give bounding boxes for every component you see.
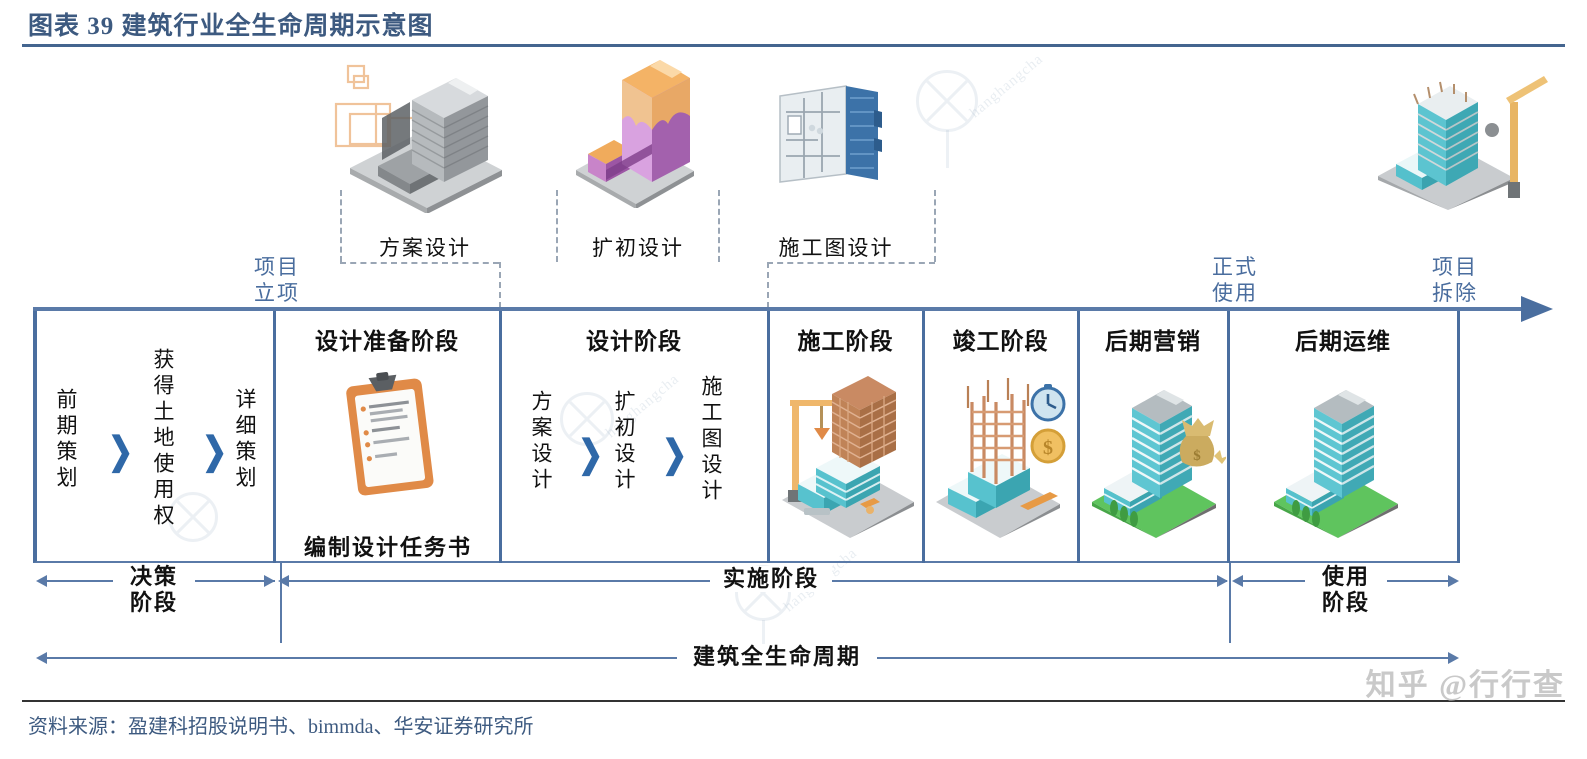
step-detailed-planning: 详细策划 [233, 388, 257, 492]
finished-tower-money-bag-icon: $ [1092, 390, 1226, 538]
design-step-preliminary: 扩初设计 [612, 390, 636, 494]
divider-designprep-design [499, 311, 502, 563]
callout-line-2: 使用 [1212, 281, 1258, 306]
isometric-tower-grey-icon [334, 64, 502, 213]
stage-label-construction: 施工阶段 [797, 329, 894, 354]
bracket-tick-decision-end [280, 563, 282, 643]
illustration-construction-stage [776, 372, 920, 540]
illustration-demolition [1368, 60, 1548, 210]
divider-marketing-operation [1227, 311, 1230, 563]
stage-label-design: 设计阶段 [586, 329, 682, 354]
illustration-post-operation [1268, 382, 1408, 540]
bracket-arrow-left-use [1232, 575, 1243, 587]
bracket-arrow-left-lifecycle [36, 652, 47, 664]
design-step-construction-drawing: 施工图设计 [699, 375, 723, 505]
dashed-connector-prelim-right [718, 190, 720, 262]
bracket-label-line-1: 使用 [1321, 564, 1370, 589]
watermark-stem-1 [946, 130, 949, 168]
step-acquire-land-rights: 获得土地使用权 [151, 348, 175, 530]
chevron-right-icon-1: ❯ [108, 430, 134, 472]
bracket-tick-implementation-end [1229, 563, 1231, 643]
dashed-connector-cd-h [767, 262, 935, 264]
divider-completion-marketing [1077, 311, 1080, 563]
illustration-preliminary-design [570, 58, 700, 208]
illustration-post-marketing: $ [1086, 382, 1226, 540]
bracket-arrow-right-implementation [1217, 575, 1228, 587]
illustration-completion-stage: $ [932, 372, 1072, 540]
stage-label-post-operation: 后期运维 [1295, 329, 1391, 354]
callout-line-1: 项目 [254, 255, 300, 279]
bracket-arrow-right-lifecycle [1448, 652, 1459, 664]
chevron-right-icon-2: ❯ [202, 430, 228, 472]
isometric-tower-orange-purple-icon [576, 60, 694, 208]
callout-project-demolition: 项目 拆除 [1416, 254, 1494, 307]
bracket-arrow-right-use [1448, 575, 1459, 587]
watermark-text-1: hanghangcha [967, 51, 1047, 122]
bracket-label-line-1: 决策 [129, 564, 178, 589]
top-caption-construction-drawing: 施工图设计 [778, 236, 894, 260]
divider-construction-completion [922, 311, 925, 563]
chevron-right-icon-3: ❯ [578, 433, 604, 475]
design-step-scheme: 方案设计 [529, 390, 553, 494]
dashed-connector-cd-right [934, 190, 936, 262]
divider-operation-end [1457, 311, 1460, 563]
callout-project-initiation: 项目 立项 [238, 254, 316, 307]
blueprint-drawing-icon [779, 85, 882, 183]
chevron-right-icon-4: ❯ [662, 433, 688, 475]
stage-label-post-marketing: 后期营销 [1105, 329, 1201, 354]
source-divider [22, 700, 1565, 702]
divider-decision-designprep [273, 311, 276, 563]
page-title: 图表 39 建筑行业全生命周期示意图 [28, 13, 434, 40]
step-early-planning: 前期策划 [54, 388, 78, 492]
callout-line-2: 立项 [254, 281, 300, 306]
illustration-clipboard [340, 368, 440, 508]
bracket-label-line-2: 阶段 [1321, 590, 1370, 616]
crane-demolition-tower-icon [1378, 76, 1548, 210]
caption-design-task-book: 编制设计任务书 [303, 535, 472, 560]
timeline-axis [33, 307, 1525, 311]
bracket-arrow-right-decision [264, 575, 275, 587]
callout-line-1: 正式 [1212, 255, 1258, 279]
bracket-label-line-2: 阶段 [129, 590, 178, 616]
top-caption-preliminary-design: 扩初设计 [592, 236, 684, 260]
svg-text:$: $ [1193, 448, 1201, 464]
callout-line-2: 拆除 [1432, 281, 1478, 306]
illustration-scheme-design [330, 58, 520, 213]
scaffold-building-clock-coin-icon: $ [936, 378, 1066, 538]
crane-building-under-construction-icon [782, 376, 914, 538]
stage-label-completion: 竣工阶段 [952, 329, 1049, 354]
title-divider [22, 44, 1565, 47]
illustration-construction-drawing [778, 82, 883, 187]
bracket-arrow-left-implementation [278, 575, 289, 587]
callout-line-1: 项目 [1432, 255, 1478, 279]
clipboard-checklist-icon [346, 371, 434, 496]
watermark-circle-1 [916, 70, 978, 132]
timeline-frame [33, 311, 1460, 563]
dashed-connector-scheme-h [340, 262, 499, 264]
bracket-label-lifecycle: 建筑全生命周期 [677, 644, 877, 671]
dashed-connector-scheme [340, 190, 342, 262]
bracket-arrow-left-decision [36, 575, 47, 587]
dashed-connector-prelim-left [556, 190, 558, 262]
bracket-label-use: 使用 阶段 [1305, 564, 1387, 617]
dashed-connector-cd-left [767, 262, 769, 308]
timeline-arrow-icon [1521, 296, 1553, 322]
divider-design-construction [767, 311, 770, 563]
source-note: 资料来源：盈建科招股说明书、bimmda、华安证券研究所 [28, 716, 534, 738]
zhihu-watermark: 知乎 @行行查 [1365, 669, 1565, 702]
dashed-connector-scheme-right [499, 262, 501, 308]
top-caption-scheme-design: 方案设计 [379, 236, 471, 260]
bracket-label-implementation: 实施阶段 [710, 566, 832, 593]
svg-text:$: $ [1043, 437, 1053, 459]
stage-label-design-prep: 设计准备阶段 [315, 329, 459, 354]
watermark-stem-2 [762, 620, 765, 654]
callout-official-use: 正式 使用 [1196, 254, 1274, 307]
bracket-label-decision: 决策 阶段 [113, 564, 195, 617]
finished-tower-green-lawn-icon [1274, 390, 1398, 538]
